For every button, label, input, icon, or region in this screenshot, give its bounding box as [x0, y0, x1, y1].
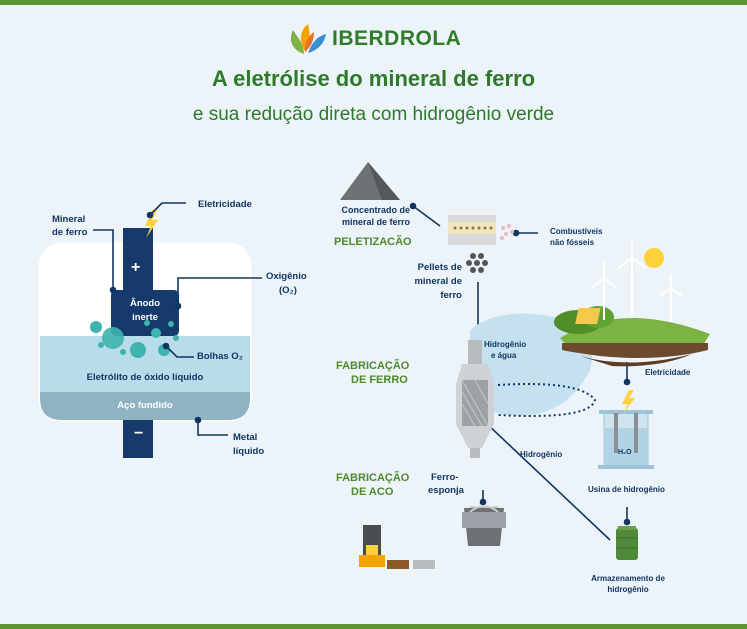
stage-fab-aco-l1: FABRICAÇÃO: [336, 472, 410, 484]
renewable-island-icon: [554, 240, 710, 367]
plus-sign: +: [131, 259, 141, 276]
cathode-bar-top: [123, 228, 153, 290]
left-callout-lines: [93, 202, 262, 436]
label-pellets-l3: ferro: [440, 290, 462, 301]
stage-fab-aco-l2: DE ACO: [351, 486, 394, 498]
label-usina: Usina de hidrogênio: [588, 485, 665, 494]
solar-panel-icon: [575, 308, 601, 324]
label-hidrogenio-agua-l2: e água: [491, 351, 517, 360]
brand-name: IBERDROLA: [332, 27, 462, 50]
cathode-bar-bottom: [123, 420, 153, 458]
label-concentrado-l1: Concentrado de: [341, 205, 410, 215]
label-mineral-l1: Mineral: [52, 214, 86, 225]
minus-sign: −: [134, 425, 144, 442]
pellets-icon: [466, 253, 488, 273]
label-combustiveis-l2: não fósseis: [550, 238, 595, 247]
sun-icon: [644, 248, 664, 268]
label-combustiveis-l1: Combustíveis: [550, 227, 603, 236]
label-hidrogenio: Hidrogênio: [520, 450, 563, 459]
label-concentrado-l2: mineral de ferro: [341, 217, 410, 227]
label-eletricidade-right: Eletricidade: [645, 368, 691, 377]
steel-product-icon-2: [413, 560, 435, 569]
page-title: A eletrólise do mineral de ferro: [211, 66, 536, 91]
stage-fab-ferro-l2: DE FERRO: [351, 374, 408, 386]
process-flow: [340, 162, 710, 569]
label-anodo-l2: inerte: [132, 312, 158, 323]
label-hidrogenio-agua-l1: Hidrogênio: [484, 340, 527, 349]
label-metal-l2: líquido: [233, 446, 265, 457]
lightning-icon: [145, 210, 158, 238]
label-mineral-l2: de ferro: [52, 227, 88, 238]
page-subtitle: e sua redução direta com hidrogênio verd…: [192, 104, 555, 125]
hydrogen-storage-tank-icon: [616, 526, 638, 560]
label-ferro-esponja-l2: esponja: [428, 485, 464, 496]
steel-product-icon-1: [387, 560, 409, 569]
electrolyte-layer: [40, 336, 250, 392]
hydrogen-recirculation-line: [497, 383, 597, 417]
non-fossil-fuel-dots-icon: [500, 224, 514, 240]
label-oxigenio-l1: Oxigênio: [266, 271, 307, 282]
shaft-furnace-icon: [456, 340, 494, 458]
label-ferro-esponja-l1: Ferro-: [431, 472, 459, 483]
oxygen-bubbles-icon: [90, 320, 179, 358]
label-eletrolito: Eletrólito de óxido líquido: [86, 372, 204, 383]
lightning-icon-2: [622, 390, 635, 414]
brand-header: IBERDROLA: [284, 22, 461, 56]
electrolyzer-tank-icon: [598, 390, 654, 469]
bottom-border: [0, 624, 747, 629]
label-armazenamento-l1: Armazenamento de: [591, 574, 665, 583]
label-aco: Aço fundido: [117, 400, 173, 411]
label-oxigenio-l2: (O₂): [279, 285, 297, 296]
label-anodo-l1: Ânodo: [129, 298, 161, 309]
label-pellets-l1: Pellets de: [417, 262, 462, 273]
stage-fab-ferro-l1: FABRICAÇÃO: [336, 360, 410, 372]
anode-block: [111, 290, 179, 336]
molten-steel-layer: [40, 392, 250, 420]
label-pellets-l2: mineral de: [414, 276, 462, 287]
label-armazenamento-l2: hidrogênio: [607, 585, 649, 594]
stage-peletizacao: PELETIZACÃO: [334, 236, 412, 248]
label-bolhas: Bolhas O₂: [197, 351, 243, 362]
label-metal-l1: Metal: [233, 432, 258, 443]
sponge-iron-bucket-icon: [462, 505, 506, 546]
electrolysis-cell: [38, 202, 262, 458]
top-border: [0, 0, 747, 5]
steel-furnace-icon: [359, 525, 385, 567]
label-eletricidade: Eletricidade: [198, 199, 252, 210]
label-h2o: H₂O: [618, 449, 632, 456]
iberdrola-logo-icon: [290, 24, 326, 54]
